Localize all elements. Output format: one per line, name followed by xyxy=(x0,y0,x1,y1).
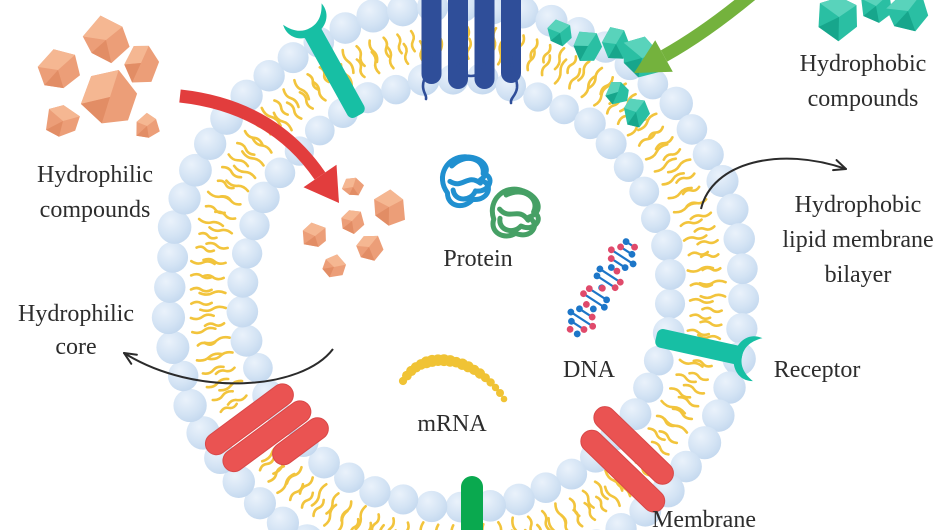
hydrophilic-compounds-cluster-icon xyxy=(37,15,160,138)
red-entry-arrow-icon xyxy=(179,89,339,203)
green-entry-arrow-icon xyxy=(634,0,756,73)
receptor-icon-right xyxy=(655,329,763,382)
dna-molecule-icon xyxy=(566,238,638,338)
mrna-molecule-icon xyxy=(398,354,508,403)
bilayer-pointer-arrow-icon xyxy=(700,157,847,210)
embedded-hydrophobic-compounds-icon xyxy=(547,19,660,128)
protein-molecule-green-icon xyxy=(489,186,541,239)
membrane-protein-green-icon xyxy=(461,476,483,530)
membrane-protein-red-bottom-left-icon xyxy=(204,383,329,473)
core-hydrophilic-compounds-icon xyxy=(302,177,405,278)
protein-molecule-blue-icon xyxy=(440,154,493,209)
membrane-protein-red-bottom-right-icon xyxy=(580,406,674,513)
core-pointer-arrow-icon xyxy=(123,348,334,385)
hydrophobic-compounds-cluster-icon xyxy=(818,0,929,42)
receptor-icon-top-left xyxy=(283,3,365,118)
channel-protein-icon xyxy=(421,0,521,105)
